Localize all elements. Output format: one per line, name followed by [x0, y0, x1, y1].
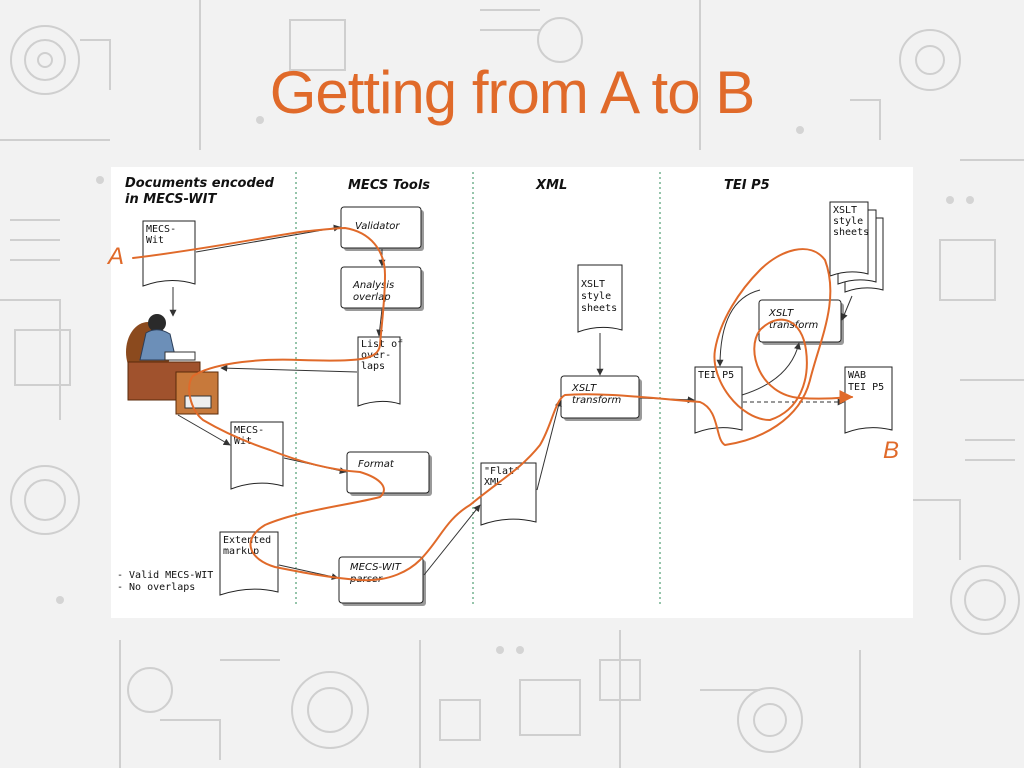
- doc-flat-xml-line2: XML: [484, 477, 502, 488]
- header-xml: XML: [535, 178, 567, 193]
- doc-extended-markup: Extented markup: [219, 531, 279, 596]
- doc-wab-line1: WAB: [848, 370, 866, 381]
- doc-tei-p5: TEI P5: [694, 366, 743, 434]
- process-format: Format: [346, 451, 432, 496]
- process-xslt-mid-line2: transform: [572, 395, 621, 406]
- process-analysis-overlap: Analysis overlap: [340, 266, 424, 311]
- doc-tei-p5-label: TEI P5: [698, 370, 734, 381]
- path-a-to-b: [132, 227, 854, 582]
- header-documents-line1: Documents encoded: [125, 176, 275, 191]
- process-format-label: Format: [358, 459, 395, 470]
- doc-xslt-mid-line1: XSLT: [581, 279, 605, 290]
- doc-extended-markup-line2: markup: [223, 546, 259, 557]
- doc-xslt-sheets-mid: XSLT style sheets: [577, 264, 623, 333]
- doc-extended-markup-line1: Extented: [223, 535, 271, 546]
- column-separators: [295, 172, 661, 604]
- slide-title: Getting from A to B: [269, 59, 756, 126]
- process-mecs-wit-parser: MECS-WIT parser: [338, 556, 426, 606]
- doc-list-line3: laps: [361, 361, 385, 372]
- doc-xslt-top-line1: XSLT: [833, 205, 857, 216]
- doc-xslt-mid-line3: sheets: [581, 303, 617, 314]
- process-parser-line1: MECS-WIT: [350, 562, 402, 573]
- doc-flat-xml: "Flat" XML: [480, 462, 537, 526]
- process-xslt-top-line1: XSLT: [768, 308, 794, 319]
- doc-xslt-sheets-top: XSLT style sheets: [829, 201, 884, 293]
- marker-a: A: [106, 243, 124, 270]
- marker-b: B: [883, 437, 899, 464]
- note-no-overlaps: - No overlaps: [117, 582, 195, 593]
- header-tei-p5: TEI P5: [724, 178, 770, 193]
- process-validator: Validator: [340, 206, 424, 251]
- doc-xslt-top-line2: style: [833, 216, 863, 227]
- doc-mecs-wit-mid-line2: Wit: [234, 436, 252, 447]
- process-analysis-overlap-line1: Analysis: [352, 280, 394, 291]
- doc-xslt-mid-line2: style: [581, 291, 611, 302]
- header-mecs-tools: MECS Tools: [348, 178, 430, 193]
- person-at-desk-icon: [126, 314, 219, 415]
- doc-wab-tei-p5: WAB TEI P5: [844, 366, 893, 434]
- doc-list-line2: over-: [361, 350, 391, 361]
- header-documents-line2: in MECS-WIT: [125, 192, 217, 207]
- doc-mecs-wit-mid: MECS- Wit: [230, 421, 284, 490]
- doc-flat-xml-line1: "Flat": [484, 466, 520, 477]
- doc-mecs-wit-top-line2: Wit: [146, 235, 164, 246]
- process-validator-label: Validator: [355, 221, 400, 232]
- doc-mecs-wit-mid-line1: MECS-: [234, 425, 264, 436]
- doc-list-line1: List of: [361, 339, 403, 350]
- note-valid-mecs-wit: - Valid MECS-WIT: [117, 570, 213, 581]
- process-xslt-mid-line1: XSLT: [571, 383, 597, 394]
- process-xslt-top-line2: transform: [769, 320, 818, 331]
- process-xslt-transform-mid: XSLT transform: [560, 375, 642, 421]
- doc-wab-line2: TEI P5: [848, 382, 884, 393]
- process-analysis-overlap-line2: overlap: [353, 292, 391, 303]
- doc-list-of-overlaps: List of over- laps: [357, 336, 403, 407]
- doc-mecs-wit-top-line1: MECS-: [146, 224, 176, 235]
- doc-xslt-top-line3: sheets: [833, 227, 869, 238]
